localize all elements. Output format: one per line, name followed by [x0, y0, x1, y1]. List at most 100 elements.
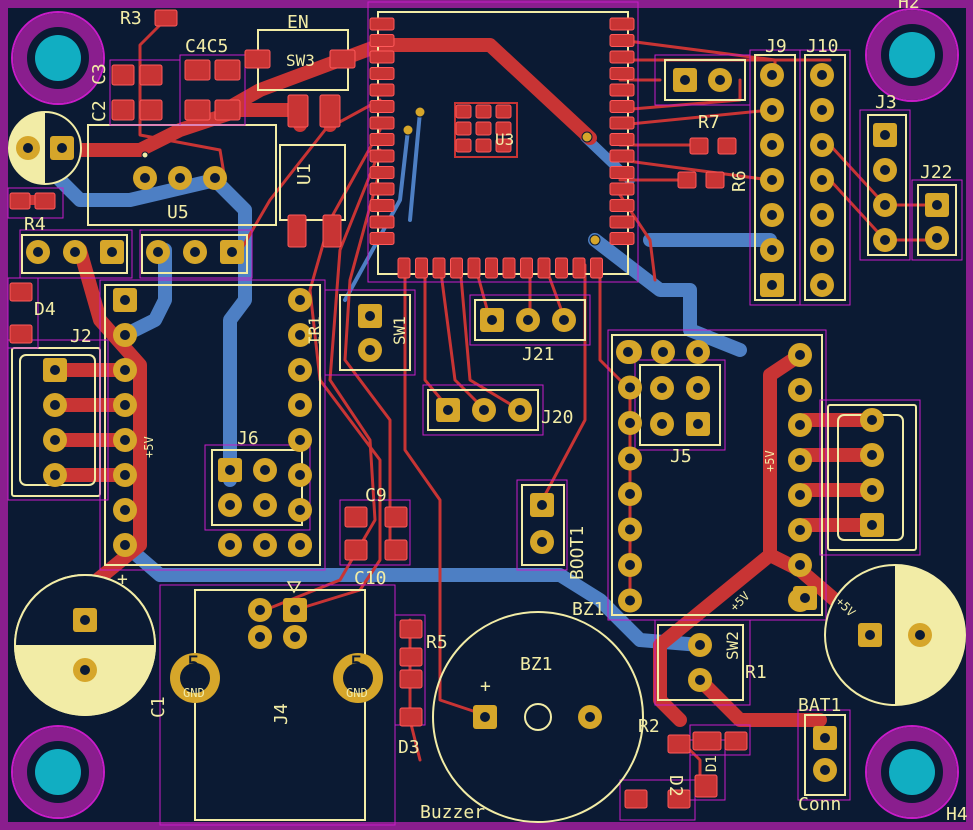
label-r1: R1: [745, 662, 767, 683]
bottom-row-pin: [288, 533, 312, 557]
j10-pin: [810, 273, 834, 297]
u3-pad-right: [609, 182, 635, 196]
u3-pad-left: [369, 133, 395, 146]
label-j20: J20: [541, 407, 574, 428]
c3-pad: [111, 99, 135, 121]
j4-pin: [283, 625, 307, 649]
c7-pin: [50, 136, 74, 160]
j21-pin: [552, 308, 576, 332]
j4-pin: [248, 598, 272, 622]
u3-pad-bottom: [415, 257, 428, 279]
u1-pad: [287, 214, 307, 248]
j5-pin: [788, 518, 812, 542]
j5-pin: [788, 343, 812, 367]
u3-pad-right: [609, 34, 635, 47]
sw-pin: [686, 412, 710, 436]
label-r4: R4: [24, 214, 46, 235]
bz1-pin: [578, 705, 602, 729]
j5-left-pin: [618, 553, 642, 577]
c7-pin: [16, 136, 40, 160]
label-d1: D1: [704, 755, 720, 772]
u5-pin: [203, 166, 227, 190]
j9-pin: [760, 168, 784, 192]
j9-pin: [760, 98, 784, 122]
label-h2: H2: [898, 0, 920, 13]
j5-pin: [788, 448, 812, 472]
j4-pin: [248, 625, 272, 649]
j6-pin: [218, 458, 242, 482]
u3-pad-right: [609, 83, 635, 97]
u3-pad-right: [609, 67, 635, 80]
label-sw1: SW1: [390, 316, 409, 345]
j5-bottom-pin: [793, 586, 817, 610]
u3-pad-left: [369, 166, 395, 179]
bat1-pin: [813, 726, 837, 750]
r4-row-pin: [100, 240, 124, 264]
c6-pin: [858, 623, 882, 647]
label-j2: J2: [70, 326, 92, 347]
j5-left-pin: [618, 411, 642, 435]
label-c9: C9: [365, 485, 387, 506]
j3-pin: [873, 123, 897, 147]
u3-thermal-pad: [455, 104, 472, 119]
label-j10: J10: [806, 36, 839, 57]
vias-layer: [141, 106, 601, 246]
label-h4: H4: [946, 804, 968, 825]
c1-pin: [73, 658, 97, 682]
u3-pad-left: [369, 50, 395, 64]
capacitor-c1-footprint: [14, 574, 156, 716]
j10-pin: [810, 203, 834, 227]
j5-top-pin: [686, 340, 710, 364]
sw1-pin: [358, 304, 382, 328]
c4-pad: [184, 99, 211, 121]
bottom-row-pin: [253, 533, 277, 557]
j2-pin: [113, 533, 137, 557]
label-d2: D2: [665, 775, 686, 797]
d1-pad: [694, 774, 718, 798]
c2-pad: [139, 99, 163, 121]
label-j22: J22: [920, 162, 953, 183]
c1-pin: [73, 608, 97, 632]
u5-row-pin: [146, 240, 170, 264]
c5-pad: [214, 99, 241, 121]
jtop-pin: [673, 68, 697, 92]
u3-pad-bottom: [555, 257, 568, 279]
j2-conn-pin: [43, 428, 67, 452]
d3-pad: [399, 707, 423, 727]
u3-pad-left: [369, 67, 395, 80]
c5-pad: [214, 59, 241, 81]
bat1-pin: [813, 758, 837, 782]
j5-pin: [788, 413, 812, 437]
j2-pin: [113, 428, 137, 452]
u3-pad-right: [609, 133, 635, 146]
right-conn-pin: [860, 478, 884, 502]
u3-thermal-pad: [495, 138, 512, 153]
j2-pin: [113, 358, 137, 382]
d3-pad: [399, 669, 423, 689]
u3-pad-right: [609, 215, 635, 229]
sw3-pad: [244, 49, 271, 69]
r6-pad: [677, 171, 697, 189]
label-plus-c1: +: [117, 569, 128, 590]
d4-pad: [9, 282, 33, 302]
u3-pad-left: [369, 199, 395, 212]
r5-pad: [399, 619, 423, 639]
reference-labels: R3 EN C4C5 C3 C2 SW3 U3 J9 J10 H2 R7 R6 …: [24, 0, 968, 825]
r4-smd-pad: [34, 192, 56, 210]
u3-pad-right: [609, 199, 635, 212]
buzzer-bz1-footprint: [432, 611, 644, 823]
j2-pin: [113, 498, 137, 522]
r4-row-pin: [63, 240, 87, 264]
label-c1: C1: [148, 696, 169, 718]
u3-thermal-pad: [455, 138, 472, 153]
r5-pad: [399, 647, 423, 667]
label-r7: R7: [698, 112, 720, 133]
j5-top-pin: [616, 340, 640, 364]
label-5-right: 5: [350, 653, 363, 678]
label-c2: C2: [89, 100, 110, 122]
u3-pad-left: [369, 34, 395, 47]
ir1-pin: [288, 428, 312, 452]
net-5v-right: +5V: [763, 450, 777, 472]
u3-pad-right: [609, 116, 635, 130]
